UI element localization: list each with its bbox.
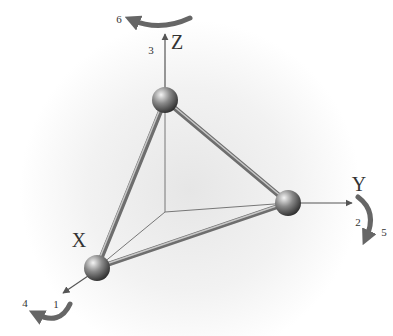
callout-number: 2 (355, 217, 361, 228)
atom-sphere (275, 190, 301, 216)
axis-label: X (72, 230, 86, 250)
axis-label: Y (352, 174, 366, 194)
callout-number: 5 (381, 227, 387, 238)
rotation-arrows (36, 18, 371, 318)
callout-number: 4 (22, 298, 28, 309)
inner-axes (97, 100, 288, 268)
atom-sphere (84, 255, 110, 281)
atom-sphere (152, 87, 178, 113)
callout-number: 6 (116, 14, 122, 25)
callout-number: 3 (148, 45, 154, 56)
axis-arrows (63, 34, 352, 293)
callout-number: 1 (53, 299, 59, 310)
triangle-edges (96, 99, 288, 268)
axis-label: Z (171, 32, 183, 52)
